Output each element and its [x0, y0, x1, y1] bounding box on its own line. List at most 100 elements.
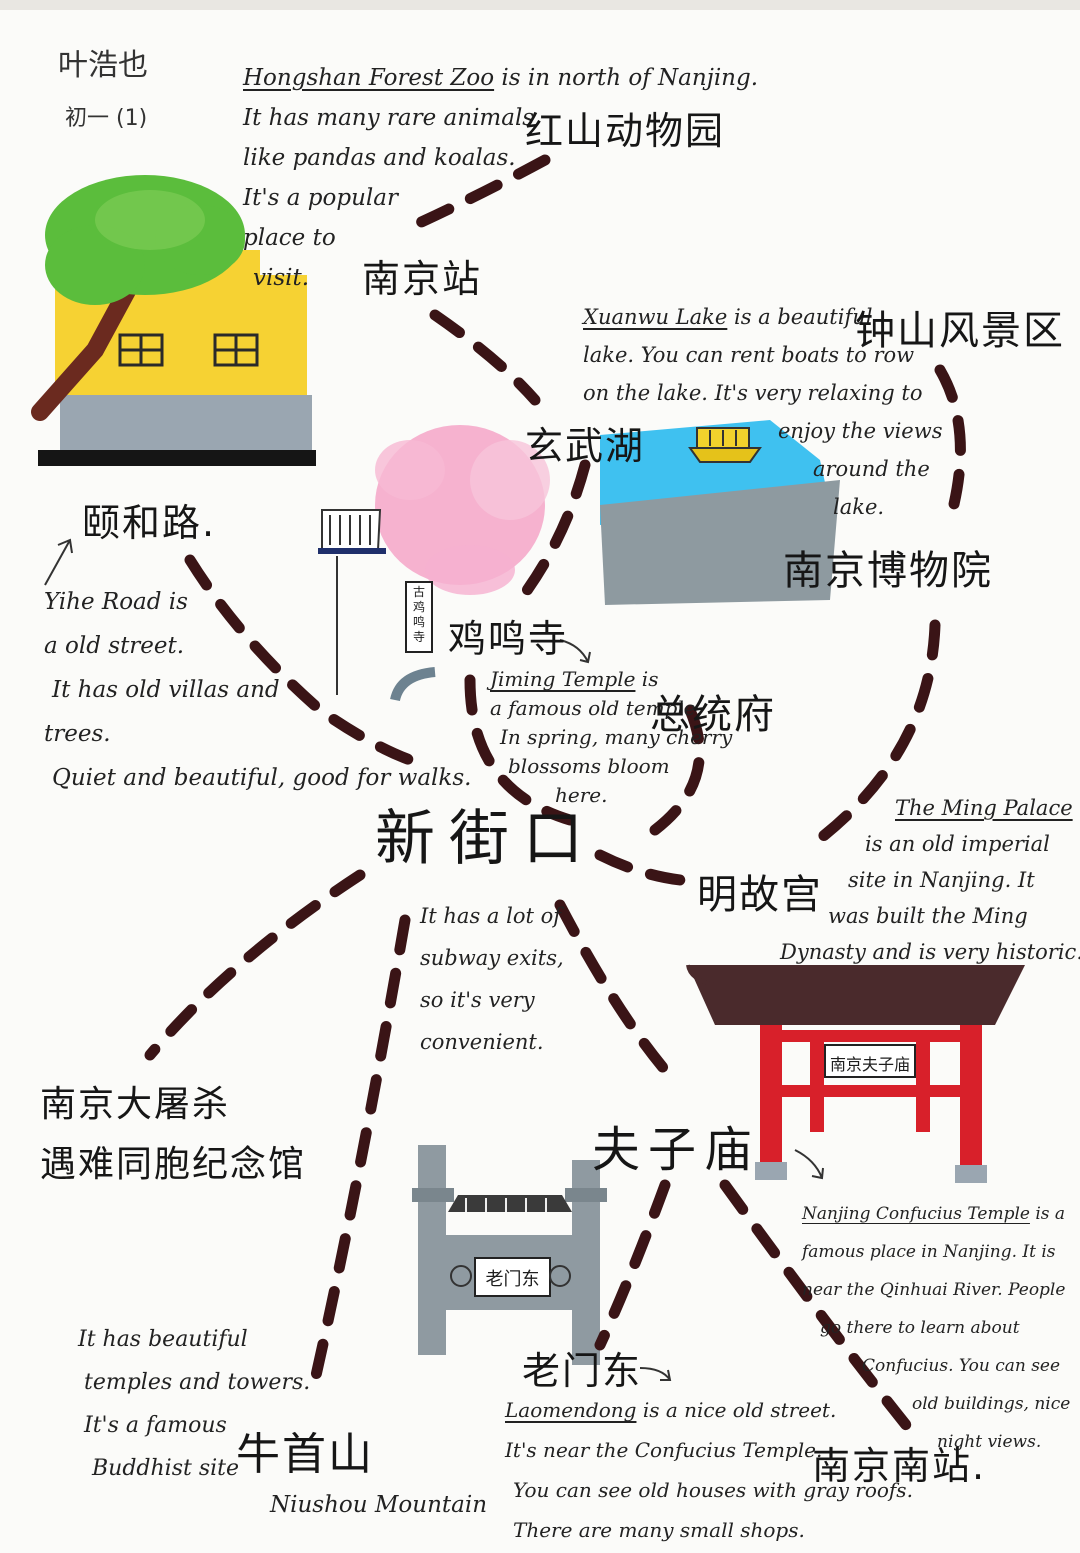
desc-line-3: There are many small shops. [513, 1518, 805, 1542]
xuanwu-title: Xuanwu Lake [583, 305, 728, 329]
desc-line-1: It's near the Confucius Temple. [505, 1438, 823, 1462]
route-zongtongfu-xinjiekou [649, 704, 705, 836]
ming-palace-title: The Ming Palace [895, 796, 1073, 820]
desc-line-3: It's a popular [243, 185, 398, 211]
desc-line-0: It has beautiful [78, 1327, 248, 1352]
desc-line-0: Jiming Temple is [490, 667, 659, 691]
author-class: 初一 (1) [65, 106, 148, 131]
desc-line-0: It has a lot of [420, 904, 561, 928]
desc-line-3: enjoy the views [778, 419, 943, 443]
desc-line-0: Nanjing Confucius Temple is a [802, 1204, 1066, 1224]
hongshan-zoo-label: 红山动物园 [525, 109, 726, 153]
xuanwu-lake-label: 玄武湖 [525, 424, 646, 468]
desc-line-4: here. [555, 783, 608, 807]
niushou-description: It has beautiful temples and towers. It'… [78, 1318, 310, 1490]
desc-line-0: Hongshan Forest Zoo is in north of Nanji… [243, 65, 759, 91]
desc-line-2: like pandas and koalas. [243, 145, 516, 171]
laomendong-title: Laomendong [505, 1398, 637, 1422]
route-xinjiekou-niushou [309, 914, 411, 1386]
desc-line-2: near the Qinhuai River. People [802, 1280, 1066, 1300]
jiming-description: Jiming Temple is a famous old temple. In… [490, 665, 732, 810]
desc-line-2: on the lake. It's very relaxing to [583, 381, 923, 405]
ming-palace-description: The Ming Palace is an old imperial site … [780, 790, 1080, 970]
jiming-temple-label: 鸡鸣寺 [448, 617, 569, 661]
temple-sign-board [405, 581, 433, 653]
desc-line-1: a famous old temple. [490, 696, 702, 720]
ming-palace-label: 明故宫 [697, 872, 823, 918]
niushou-label: 牛首山 [236, 1429, 374, 1480]
yihe-description: Yihe Road is a old street. It has old vi… [44, 580, 471, 800]
nanjing-museum-label: 南京博物院 [783, 548, 993, 594]
xuanwu-description: Xuanwu Lake is a beautiful lake. You can… [583, 298, 942, 526]
desc-line-1: a old street. [44, 633, 185, 659]
route-fuzimiao-laomendong [594, 1179, 671, 1351]
desc-line-3: convenient. [420, 1030, 544, 1054]
jiming-title: Jiming Temple [490, 667, 636, 691]
desc-line-5: lake. [833, 495, 885, 519]
desc-line-1: temples and towers. [84, 1370, 311, 1395]
laomendong-gate-sign: 老门东 [485, 1269, 540, 1290]
desc-line-5: visit. [253, 265, 310, 291]
desc-line-1: is an old imperial [865, 832, 1050, 856]
desc-line-2: It's a famous [84, 1413, 227, 1438]
desc-line-2: In spring, many cherry [500, 725, 733, 749]
desc-line-4: Dynasty and is very historic. [780, 940, 1080, 964]
red-temple-gate-illustration [686, 964, 1025, 1183]
green-tree-illustration [45, 175, 245, 305]
desc-line-1: famous place in Nanjing. It is [802, 1242, 1056, 1262]
desc-line-4: place to [243, 225, 336, 251]
fuzimiao-description: Nanjing Confucius Temple is a famous pla… [802, 1195, 1070, 1461]
desc-line-3: blossoms bloom [508, 754, 670, 778]
desc-line-1: It has many rare animals [243, 105, 535, 131]
paper-edge [0, 0, 1080, 10]
memorial-label-line2: 遇难同胞纪念馆 [40, 1144, 307, 1185]
cherry-blossom-illustration [375, 425, 550, 595]
desc-line-2: so it's very [420, 988, 535, 1012]
route-xinjiekou-ming [594, 849, 686, 886]
xinjiekou-description: It has a lot of subway exits, so it's ve… [420, 895, 564, 1063]
zhongshan-label: 钟山风景区 [855, 308, 1065, 354]
memorial-label-line1: 南京大屠杀 [40, 1084, 231, 1125]
route-xuanwu-jiming [514, 459, 591, 606]
desc-line-3: Buddhist site [92, 1456, 240, 1481]
route-yihe-xinjiekou [184, 554, 416, 766]
fuzimiao-title: Nanjing Confucius Temple [802, 1204, 1030, 1224]
route-jiming-xinjiekou [464, 674, 576, 826]
lake-illustration [600, 420, 840, 605]
hongshan-title: Hongshan Forest Zoo [243, 65, 495, 91]
yellow-house-illustration [31, 211, 316, 466]
route-fuzimiao-south [719, 1179, 916, 1436]
route-lines [144, 154, 966, 1436]
desc-line-3: trees. [44, 721, 111, 747]
desc-line-1: lake. You can rent boats to row [583, 343, 915, 367]
desc-line-0: Laomendong is a nice old street. [505, 1398, 837, 1422]
desc-line-4: around the [813, 457, 930, 481]
route-zhongshan-museum [934, 364, 966, 526]
desc-line-3: go there to learn about [820, 1318, 1020, 1338]
desc-line-1: subway exits, [420, 946, 564, 970]
pagoda-illustration [318, 509, 436, 702]
route-station-xuanwu [429, 309, 541, 406]
desc-line-3: was built the Ming [828, 904, 1028, 928]
hongshan-description: Hongshan Forest Zoo is in north of Nanji… [243, 58, 758, 298]
author-name: 叶浩也 [58, 48, 148, 83]
desc-line-4: Confucius. You can see [862, 1356, 1061, 1376]
xinjiekou-center-label: 新街口 [375, 804, 597, 874]
niushou-english-label: Niushou Mountain [270, 1492, 488, 1518]
pointer-arrows [44, 538, 824, 1381]
route-zoo-station [409, 154, 551, 231]
laomendong-label: 老门东 [522, 1349, 643, 1393]
desc-line-5: old buildings, nice [912, 1394, 1071, 1414]
yihe-road-label: 颐和路. [82, 501, 217, 545]
nanjing-south-station-label: 南京南站. [812, 1444, 987, 1488]
jiming-sign-text: 古鸡鸣寺 [412, 585, 425, 644]
desc-line-6: night views. [937, 1432, 1042, 1452]
boat-icon [688, 427, 762, 463]
zongtongfu-label: 总统府 [650, 692, 776, 738]
desc-line-2: site in Nanjing. It [848, 868, 1035, 892]
desc-line-2: You can see old houses with gray roofs. [513, 1478, 913, 1502]
route-xinjiekou-fuzimiao [554, 899, 671, 1076]
fuzimiao-gate-sign: 南京夫子庙 [829, 1055, 910, 1074]
laomendong-description: Laomendong is a nice old street. It's ne… [505, 1390, 913, 1550]
